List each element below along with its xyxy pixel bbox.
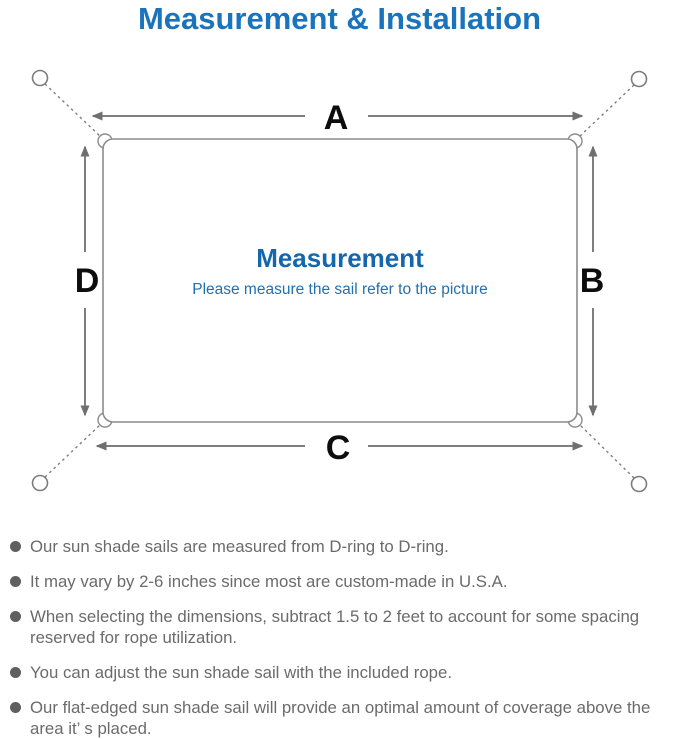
- sail-center-text: Measurement Please measure the sail refe…: [103, 243, 577, 299]
- anchor-ring-icon: [31, 69, 49, 87]
- measurement-diagram: [31, 69, 648, 493]
- bullet-icon: [10, 667, 21, 678]
- note-text: Our sun shade sails are measured from D-…: [30, 537, 449, 556]
- bullet-icon: [10, 702, 21, 713]
- shade-sail-outline: [102, 138, 578, 423]
- anchor-ring-icon: [31, 474, 49, 492]
- rope-line-bottom-right: [579, 424, 635, 479]
- rope-line-top-right: [579, 84, 635, 137]
- rope-line-bottom-left: [44, 424, 101, 478]
- note-text: It may vary by 2-6 inches since most are…: [30, 572, 508, 591]
- dimension-label-b: B: [579, 262, 605, 300]
- notes-list: Our sun shade sails are measured from D-…: [9, 536, 672, 739]
- measurement-heading: Measurement: [256, 243, 424, 273]
- anchor-ring-icon: [630, 70, 648, 88]
- list-item: When selecting the dimensions, subtract …: [9, 606, 672, 648]
- note-text: You can adjust the sun shade sail with t…: [30, 663, 452, 682]
- note-text: When selecting the dimensions, subtract …: [30, 607, 640, 647]
- bullet-icon: [10, 576, 21, 587]
- dimension-arrows: [80, 111, 598, 451]
- list-item: It may vary by 2-6 inches since most are…: [9, 571, 672, 592]
- page-title: Measurement & Installation: [137, 1, 542, 36]
- dimension-label-c: C: [325, 429, 351, 467]
- rope-line-top-left: [44, 83, 101, 137]
- anchor-rings: [31, 69, 648, 493]
- list-item: Our sun shade sails are measured from D-…: [9, 536, 672, 557]
- rope-dashed-lines: [44, 83, 635, 479]
- list-item: Our flat-edged sun shade sail will provi…: [9, 697, 672, 739]
- bullet-icon: [10, 541, 21, 552]
- dimension-label-a: A: [323, 99, 349, 137]
- list-item: You can adjust the sun shade sail with t…: [9, 662, 672, 683]
- bullet-icon: [10, 611, 21, 622]
- measurement-subtitle: Please measure the sail refer to the pic…: [192, 281, 488, 298]
- anchor-ring-icon: [630, 475, 648, 493]
- note-text: Our flat-edged sun shade sail will provi…: [30, 698, 651, 738]
- dimension-label-d: D: [74, 262, 100, 300]
